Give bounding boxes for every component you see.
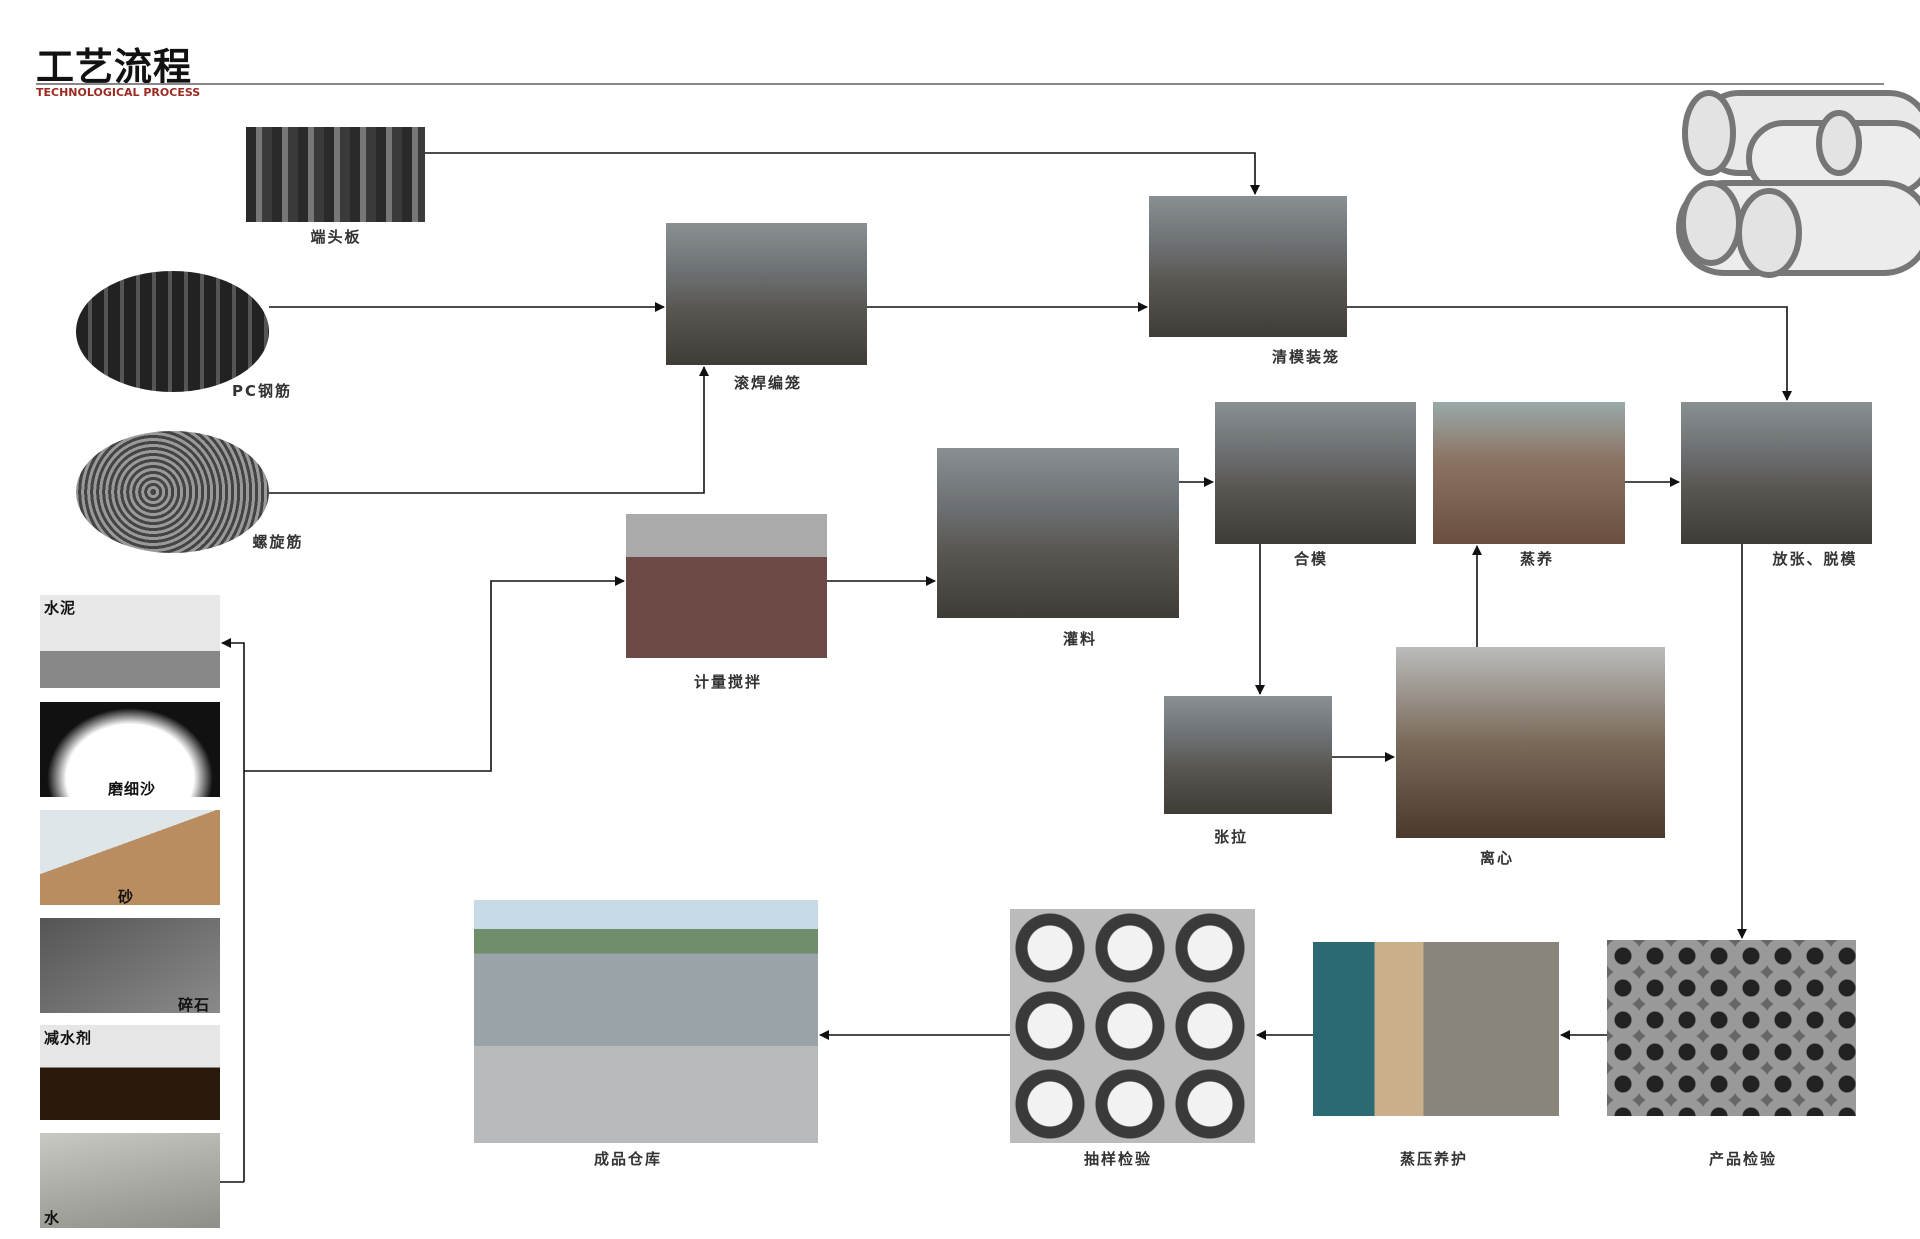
warehouse-image (474, 900, 818, 1143)
material-water-reducer: 减水剂 (40, 1025, 220, 1120)
mold-close-label: 合模 (1293, 550, 1329, 568)
steam-cure-label: 蒸养 (1519, 550, 1555, 568)
pc-steel-image (76, 271, 269, 392)
steam-cure-image (1433, 402, 1625, 544)
page-subtitle: TECHNOLOGICAL PROCESS (36, 86, 201, 99)
pouring-label: 灌料 (1062, 630, 1098, 648)
arrow-materials-collect (221, 638, 245, 1182)
material-fine-sand: 磨细沙 (40, 702, 220, 797)
sample-check-image (1010, 909, 1255, 1143)
arrow-spiral-to-rollweld (269, 366, 709, 494)
centrifuge-image (1396, 647, 1665, 838)
warehouse-label: 成品仓库 (593, 1150, 663, 1168)
mold-clean-image (1149, 196, 1347, 337)
end-plate-label: 端头板 (310, 228, 362, 246)
metering-image (626, 514, 827, 658)
pc-steel-label: PC钢筋 (231, 382, 293, 400)
roll-weld-label: 滚焊编笼 (733, 374, 803, 392)
centrifuge-label: 离心 (1479, 849, 1515, 867)
material-sand: 砂 (40, 810, 220, 905)
autoclave-image (1313, 942, 1559, 1116)
tension-label: 张拉 (1213, 828, 1249, 846)
tension-image (1164, 696, 1332, 814)
page-title: 工艺流程 (36, 45, 193, 89)
spiral-label: 螺旋筋 (252, 533, 304, 551)
roll-weld-image (666, 223, 867, 365)
release-label: 放张、脱模 (1772, 550, 1858, 568)
spiral-image (76, 431, 269, 553)
autoclave-label: 蒸压养护 (1399, 1150, 1469, 1168)
arrow-endplate-to-moldclean (425, 152, 1260, 195)
release-image (1681, 402, 1872, 544)
end-plate-image (246, 127, 425, 222)
mold-close-image (1215, 402, 1416, 544)
product-check-label: 产品检验 (1708, 1150, 1778, 1168)
product-check-image (1607, 940, 1856, 1116)
pipe-product-image (1659, 83, 1920, 288)
pouring-image (937, 448, 1179, 618)
title-divider (36, 83, 1884, 85)
sample-check-label: 抽样检验 (1083, 1150, 1153, 1168)
material-water: 水 (40, 1133, 220, 1228)
metering-label: 计量搅拌 (693, 673, 763, 691)
material-gravel: 碎石 (40, 918, 220, 1013)
mold-clean-label: 清模装笼 (1271, 348, 1341, 366)
material-cement: 水泥 (40, 595, 220, 688)
arrow-materials-to-metering (244, 576, 625, 772)
arrow-moldclean-to-release (1347, 306, 1792, 401)
